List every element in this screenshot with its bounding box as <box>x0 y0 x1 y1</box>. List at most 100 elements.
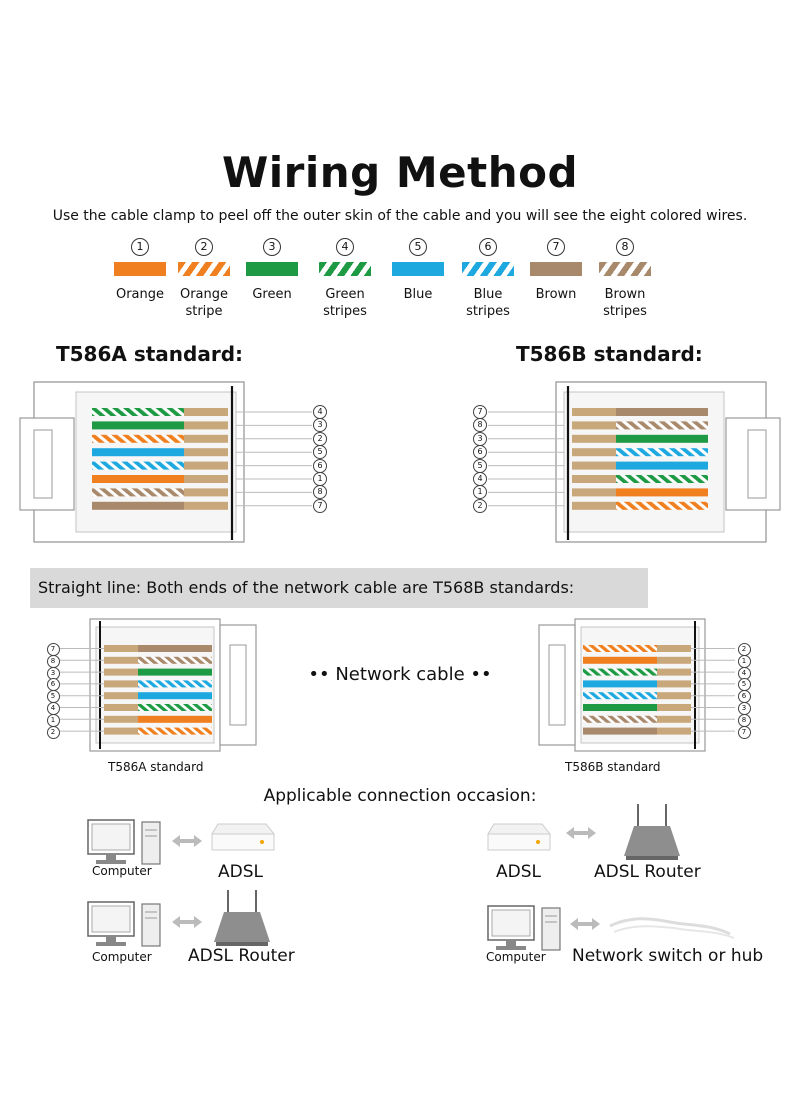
pin-number-7: 7 <box>737 725 751 739</box>
legend-label-2: Orange stripe <box>164 286 244 320</box>
wire-segment <box>138 680 212 688</box>
wire-segment <box>616 501 708 510</box>
wire-segment <box>616 421 708 430</box>
legend-circle: 5 <box>409 238 427 256</box>
legend-label-1: Orange <box>100 286 180 303</box>
legend-label-line: Blue <box>403 287 433 302</box>
adsl-modem-icon <box>487 823 552 851</box>
dots-left: •• <box>308 664 336 685</box>
adsl-label-right: ADSL <box>496 862 541 882</box>
wire-contact <box>572 488 616 497</box>
wire-contact <box>184 475 228 483</box>
wire-segment <box>616 475 708 483</box>
legend-number-3: 3 <box>262 238 282 256</box>
device-diagram <box>0 800 800 1096</box>
legend-label-line: Orange <box>115 287 165 302</box>
connA-svg <box>19 381 312 543</box>
page-title: Wiring Method <box>221 148 579 197</box>
router-icon <box>624 804 680 860</box>
wire-segment <box>92 434 184 443</box>
switch-icon <box>609 917 735 939</box>
wire-contact <box>657 680 691 688</box>
legend-number-4: 4 <box>335 238 355 256</box>
legend-swatch-8 <box>599 262 651 276</box>
legend-number-6: 6 <box>478 238 498 256</box>
network-cable-label: •• Network cable •• <box>300 664 500 685</box>
adsl-modem-icon <box>211 823 276 851</box>
legend-swatch-5 <box>392 262 444 276</box>
legend-swatch-3 <box>246 262 298 276</box>
wire-segment <box>92 448 184 457</box>
wire-contact <box>572 408 616 416</box>
wire-contact <box>104 645 138 652</box>
straight-line-banner: Straight line: Both ends of the network … <box>30 568 648 608</box>
latch-window <box>747 429 767 499</box>
wire-contact <box>572 434 616 443</box>
double-arrow-icon <box>566 827 596 839</box>
wire-contact <box>572 475 616 483</box>
t586a-heading: T586A standard: <box>56 342 244 366</box>
pin-number-7: 7 <box>473 405 487 419</box>
legend-circle: 7 <box>547 238 565 256</box>
legend-swatch-6 <box>462 262 514 276</box>
wire-segment <box>138 704 212 711</box>
legend-label-line: Orange <box>179 287 229 302</box>
pin-number-5: 5 <box>473 458 487 473</box>
pin-number-2: 2 <box>313 431 327 446</box>
pin-number-2: 2 <box>46 725 60 739</box>
wire-contact <box>104 668 138 676</box>
double-arrow-icon <box>172 916 202 928</box>
legend-label-line: Blue <box>473 287 503 302</box>
legend-label-5: Blue <box>378 286 458 303</box>
wire-segment <box>138 727 212 735</box>
connB-svg <box>488 381 781 543</box>
legend-label-line: Green <box>325 287 365 302</box>
wire-contact <box>184 501 228 510</box>
computer-label: Computer <box>92 864 152 878</box>
wire-contact <box>657 715 691 723</box>
adsl-router-label: ADSL Router <box>188 946 295 966</box>
wire-contact <box>184 434 228 443</box>
double-arrow-icon <box>172 835 202 847</box>
pin-number-8: 8 <box>737 713 751 727</box>
adsl-router-label-right: ADSL Router <box>594 862 701 882</box>
adsl-label: ADSL <box>218 862 263 882</box>
pin-number-1: 1 <box>313 472 327 486</box>
router-icon <box>214 890 270 946</box>
pin-number-1: 1 <box>46 713 60 727</box>
legend-label-line: stripe <box>185 304 223 319</box>
wire-contact <box>104 692 138 700</box>
latch-window <box>229 644 247 726</box>
computer-label-3: Computer <box>486 950 546 964</box>
legend-circle: 1 <box>131 238 149 256</box>
wire-segment <box>92 421 184 430</box>
wire-segment <box>583 692 657 700</box>
wire-segment <box>92 475 184 483</box>
legend-label-line: stripes <box>323 304 367 319</box>
legend-circle: 4 <box>336 238 354 256</box>
applicable-heading: Applicable connection occasion: <box>263 786 537 806</box>
wire-segment <box>583 645 657 652</box>
legend-swatch-4 <box>319 262 371 276</box>
legend-label-3: Green <box>232 286 312 303</box>
wire-contact <box>657 656 691 664</box>
legend-number-8: 8 <box>615 238 635 256</box>
legend-label-line: Green <box>252 287 292 302</box>
legend-circle: 3 <box>263 238 281 256</box>
latch-window <box>548 644 566 726</box>
left-caption: T586A standard <box>108 760 204 774</box>
pin-number-6: 6 <box>313 458 327 473</box>
pin-number-4: 4 <box>473 472 487 486</box>
pin-number-5: 5 <box>46 690 60 704</box>
device-svg <box>87 804 735 951</box>
wire-segment <box>583 656 657 664</box>
computer-label-2: Computer <box>92 950 152 964</box>
wire-contact <box>184 461 228 470</box>
